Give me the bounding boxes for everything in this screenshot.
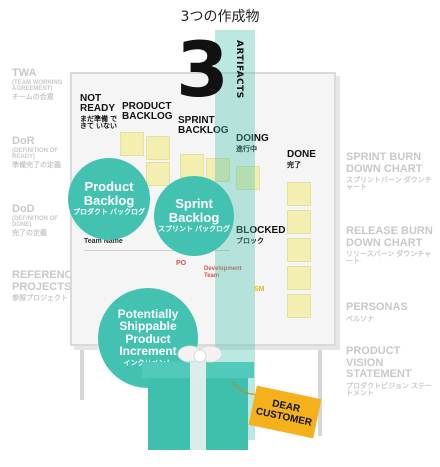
board-leg-left xyxy=(80,340,84,400)
left-item-jp: 完了の定義 xyxy=(12,230,47,238)
circle-title: Sprint Backlog xyxy=(168,196,220,225)
right-item-jp: ペルソナ xyxy=(346,315,374,323)
right-item-heading: PRODUCT VISION STATEMENT xyxy=(346,345,412,381)
blocked-jp: ブロック xyxy=(236,238,264,245)
left-item-sub: (TEAM WORKING AGREEMENT) xyxy=(12,79,63,92)
dev-team-label: Development Team xyxy=(204,266,242,279)
dear-customer-tag: DEAR CUSTOMER xyxy=(248,385,322,439)
team-name-label: Team Name xyxy=(84,238,123,245)
column-heading: PRODUCT BACKLOG xyxy=(122,101,173,122)
right-item-sprint-burndown: SPRINT BURN DOWN CHART スプリントバーン ダウンチャート xyxy=(346,151,434,192)
left-item-dod: DoD (DEFINITION OF DONE) 完了の定義 xyxy=(12,203,74,238)
team-divider xyxy=(84,250,230,251)
left-item-jp: 参照プロジェクト xyxy=(12,295,68,303)
column-doing: DOING 進行中 xyxy=(236,133,280,154)
circle-jp: スプリント バックログ xyxy=(158,226,230,234)
right-item-heading: SPRINT BURN DOWN CHART xyxy=(346,151,423,175)
column-sprint-backlog: SPRINT BACKLOG xyxy=(178,116,230,136)
sm-label: SM xyxy=(254,286,265,293)
left-item-heading: DoR xyxy=(12,135,35,147)
sticky-note xyxy=(287,294,311,318)
diagram-title: 3つの作成物 xyxy=(180,9,260,25)
column-product-backlog: PRODUCT BACKLOG xyxy=(122,102,174,122)
circle-jp: プロダクト バックログ xyxy=(73,209,145,217)
left-item-heading: DoD xyxy=(12,203,35,215)
left-item-heading: REFERENCE PROJECTS xyxy=(12,269,80,293)
column-heading: NOT READY xyxy=(80,93,116,114)
board-leg-right xyxy=(318,340,322,436)
sticky-note xyxy=(287,182,311,206)
gift-ribbon xyxy=(190,362,206,450)
left-item-reference: REFERENCE PROJECTS 参照プロジェクト xyxy=(12,269,84,303)
sticky-note xyxy=(180,154,204,178)
blocked-label: BLOCKED ブロック xyxy=(236,225,286,246)
artifacts-label: ARTIFACTS xyxy=(234,40,244,99)
right-item-vision: PRODUCT VISION STATEMENT プロダクトビジョン ステートメ… xyxy=(346,345,434,397)
sticky-note xyxy=(287,210,311,234)
left-item-jp: 準備完了の定義 xyxy=(12,162,61,170)
left-item-heading: TWA xyxy=(12,67,37,79)
circle-title: Product Backlog xyxy=(83,179,135,208)
column-jp: まだ準備 できて いない xyxy=(80,116,117,130)
column-done: DONE 完了 xyxy=(287,149,327,170)
left-item-twa: TWA (TEAM WORKING AGREEMENT) チームの合意 xyxy=(12,67,74,102)
sticky-note xyxy=(236,166,260,190)
right-item-jp: プロダクトビジョン ステートメント xyxy=(346,382,432,397)
column-heading: DOING xyxy=(236,133,269,144)
blocked-heading: BLOCKED xyxy=(236,225,286,236)
artifacts-label-wrap: ARTIFACTS xyxy=(232,40,244,100)
column-heading: DONE xyxy=(287,149,316,160)
big-number: 3 xyxy=(176,25,229,114)
sticky-note xyxy=(287,238,311,262)
left-item-dor: DoR (DEFINITION OF READY) 準備完了の定義 xyxy=(12,135,74,170)
circle-title: Potentially Shippable Product Increment xyxy=(117,306,179,359)
sticky-note xyxy=(146,136,170,160)
left-item-jp: チームの合意 xyxy=(12,94,54,102)
column-jp: 完了 xyxy=(287,162,301,169)
right-item-heading: RELEASE BURN DOWN CHART xyxy=(346,225,433,249)
sticky-note xyxy=(206,158,230,182)
column-jp: 進行中 xyxy=(236,146,257,153)
sprint-backlog-circle: Sprint Backlog スプリント バックログ xyxy=(154,176,234,256)
right-item-jp: リリースバーン ダウンチャート xyxy=(346,251,432,266)
right-item-jp: スプリントバーン ダウンチャート xyxy=(346,177,432,192)
left-item-sub: (DEFINITION OF READY) xyxy=(12,147,58,160)
sticky-note xyxy=(120,132,144,156)
right-item-heading: PERSONAS xyxy=(346,301,408,313)
po-label: PO xyxy=(176,260,187,267)
column-heading: SPRINT BACKLOG xyxy=(178,115,229,136)
product-backlog-circle: Product Backlog プロダクト バックログ xyxy=(68,158,150,240)
right-item-release-burndown: RELEASE BURN DOWN CHART リリースバーン ダウンチャート xyxy=(346,225,434,266)
gift-bow-icon xyxy=(177,345,223,363)
column-not-ready: NOT READY まだ準備 できて いない xyxy=(80,93,120,131)
sticky-note xyxy=(146,162,170,186)
sticky-note xyxy=(287,266,311,290)
left-item-sub: (DEFINITION OF DONE) xyxy=(12,215,58,228)
right-item-personas: PERSONAS ペルソナ xyxy=(346,301,434,323)
